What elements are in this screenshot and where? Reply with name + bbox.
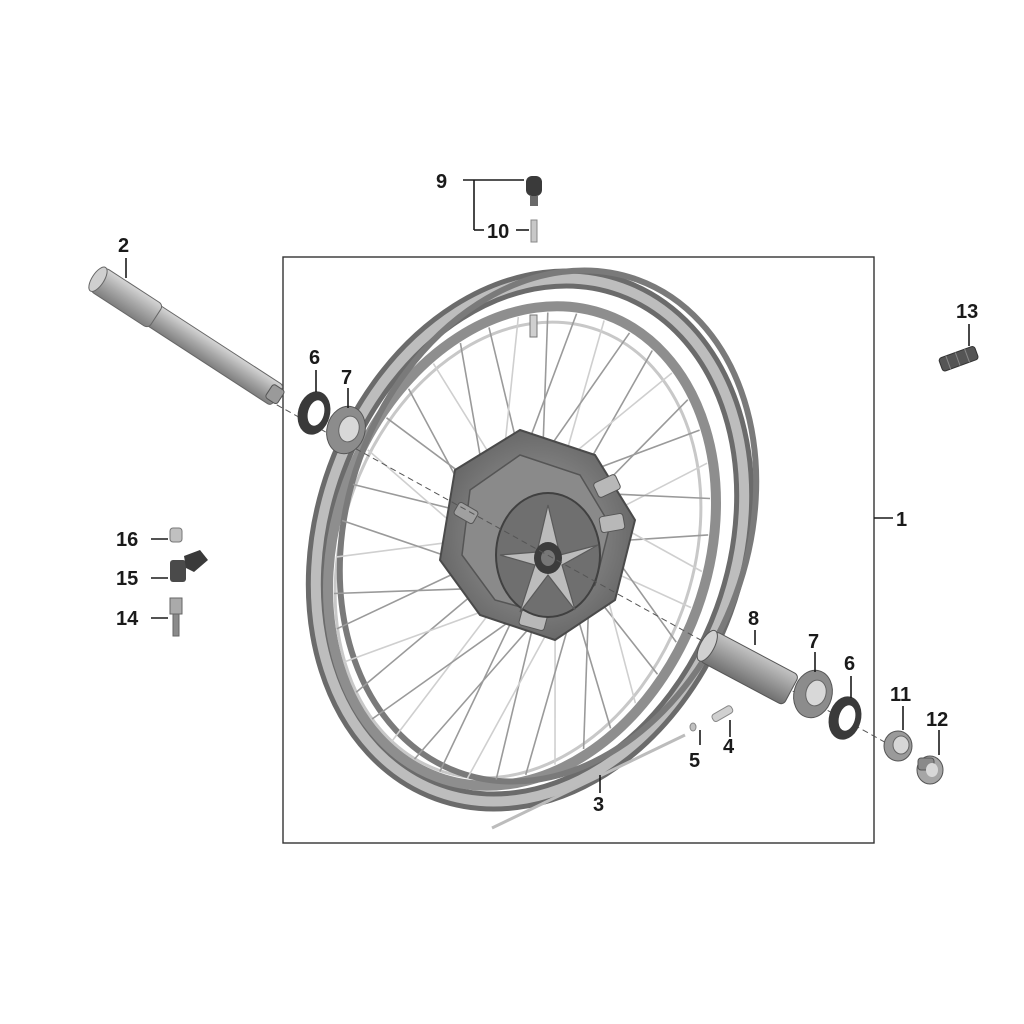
valve-cap <box>526 176 542 206</box>
leader-lines <box>125 179 970 793</box>
rim-inner-edge <box>323 301 721 791</box>
callout-16: 16 <box>116 529 138 551</box>
callout-14: 14 <box>116 608 139 630</box>
shaft-seal-right <box>828 696 862 740</box>
callout-4: 4 <box>723 736 735 758</box>
callout-11: 11 <box>890 684 911 706</box>
bearing-left <box>326 405 366 455</box>
rim-inner-lip <box>333 320 703 780</box>
callout-6-left: 6 <box>309 347 320 369</box>
spoked-wheel <box>305 267 760 812</box>
callout-8: 8 <box>748 608 759 630</box>
axle-part <box>88 266 285 405</box>
spoke-washer <box>689 722 697 732</box>
callout-7-right: 7 <box>808 631 819 653</box>
valve-base-nut <box>169 597 183 637</box>
callout-1: 1 <box>896 509 907 531</box>
callout-3: 3 <box>593 794 604 816</box>
tire-valve-angled <box>170 550 208 582</box>
wheel-spoke <box>495 604 539 780</box>
callout-7-left: 7 <box>341 367 352 389</box>
screw-plug <box>916 755 944 785</box>
callout-labels: 1 2 3 4 5 6 6 7 7 8 9 10 11 12 13 14 15 … <box>116 171 978 816</box>
callout-13: 13 <box>956 301 978 323</box>
callout-2: 2 <box>118 235 129 257</box>
spacer-sleeve <box>696 629 798 705</box>
callout-15: 15 <box>116 568 138 590</box>
bearing-right <box>793 669 833 719</box>
callout-6-right: 6 <box>844 653 855 675</box>
spoke-nipple <box>711 705 734 722</box>
callout-12: 12 <box>926 709 948 731</box>
rim-band-light <box>310 273 750 807</box>
shaft-seal-left <box>297 391 331 435</box>
valve-insert <box>530 219 538 243</box>
callout-5: 5 <box>689 750 700 772</box>
wheel-spoke <box>439 600 522 772</box>
rim-valve-hole <box>529 314 538 338</box>
collar-bush <box>883 730 913 762</box>
valve-cap-small <box>169 527 183 543</box>
callout-10: 10 <box>487 221 509 243</box>
wheel-assembly-frame <box>282 256 875 844</box>
balance-weight <box>938 345 979 372</box>
callout-9: 9 <box>436 171 447 193</box>
spoke-part <box>491 733 686 830</box>
rim-back-edge <box>336 267 760 785</box>
